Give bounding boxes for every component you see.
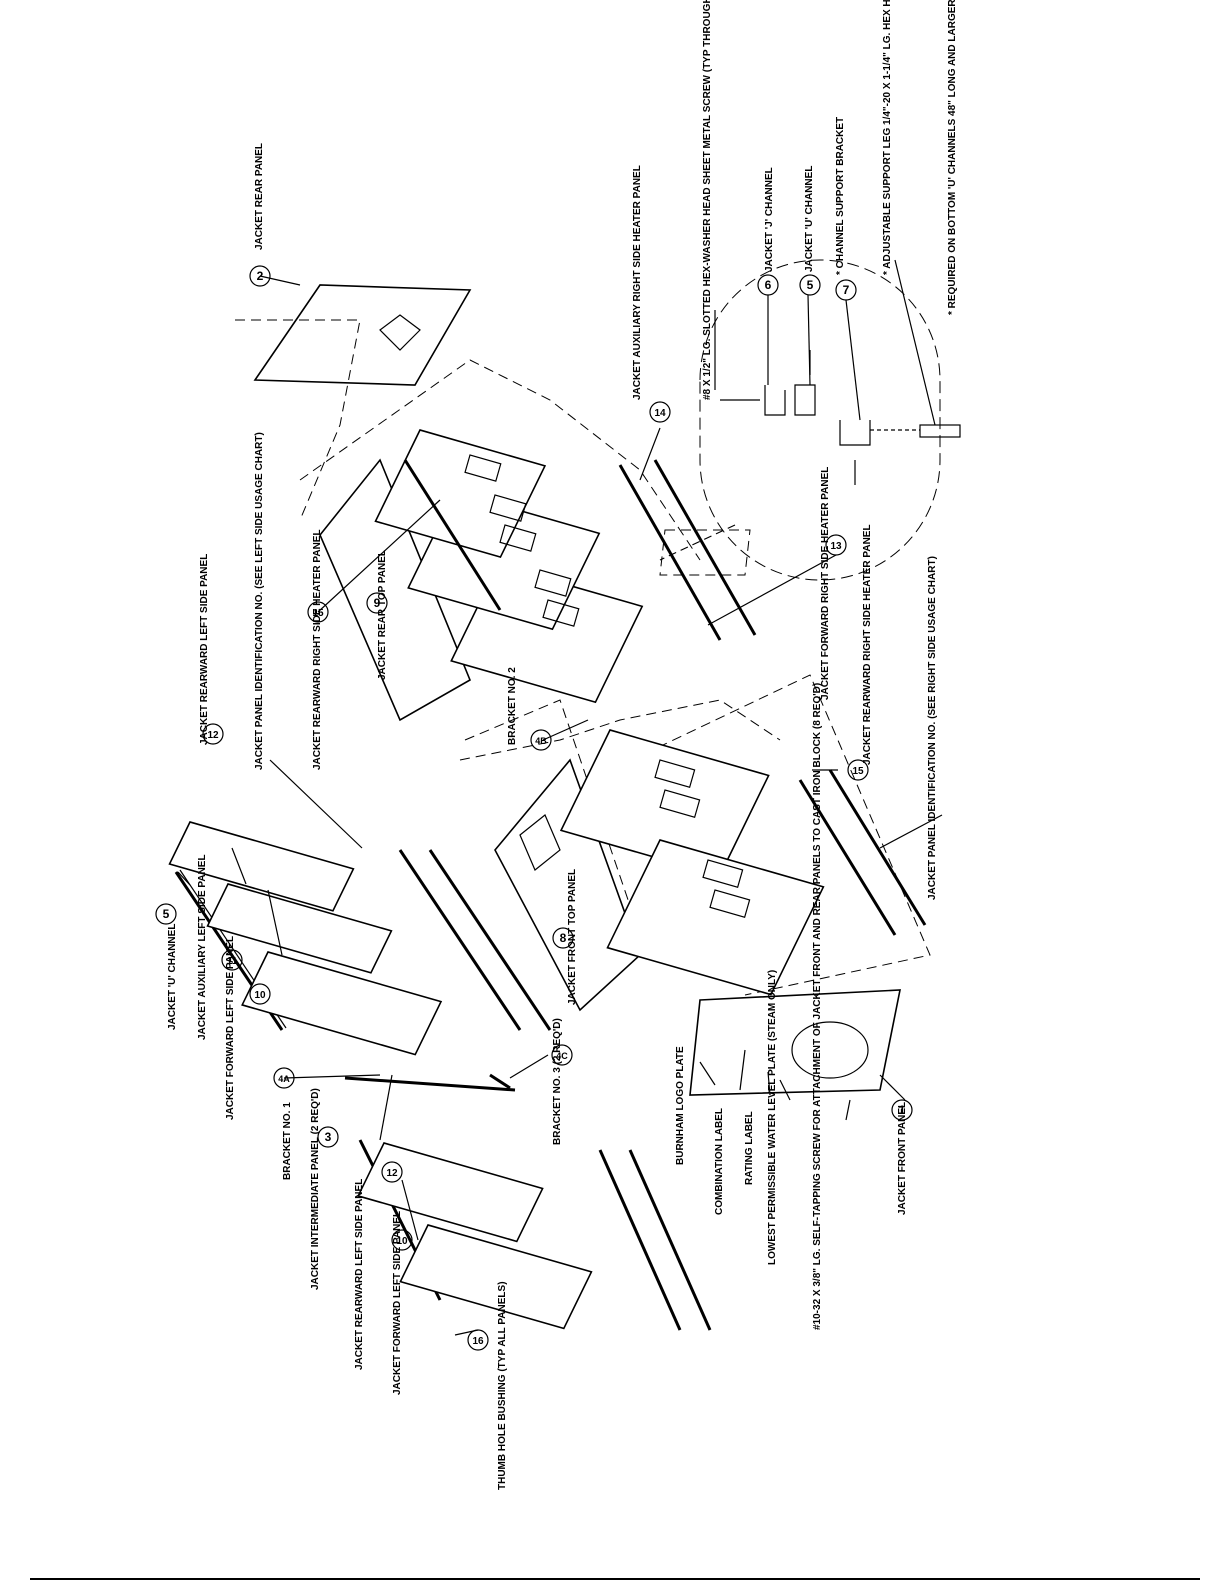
svg-text:15: 15	[312, 608, 324, 619]
label-forward-right: JACKET FORWARD RIGHT SIDE HEATER PANEL	[820, 467, 831, 700]
front-panel-1	[689, 989, 901, 1096]
label-burnham-logo: BURNHAM LOGO PLATE	[675, 1046, 686, 1165]
labels: JACKET 'U' CHANNEL JACKET AUXILIARY LEFT…	[167, 0, 958, 1490]
svg-text:13: 13	[830, 541, 842, 552]
label-aux-right: JACKET AUXILIARY RIGHT SIDE HEATER PANEL	[632, 165, 643, 400]
svg-text:3: 3	[325, 1130, 332, 1144]
label-bracket-3: BRACKET NO. 3 (2 REQ'D)	[552, 1018, 563, 1145]
callout-14: 14	[649, 401, 671, 423]
callout-9: 9	[366, 592, 388, 614]
panel-aux-right	[374, 429, 547, 559]
callout-12-lower: 12	[381, 1161, 403, 1183]
svg-text:16: 16	[472, 1336, 484, 1347]
callout-16: 16	[467, 1329, 489, 1351]
svg-text:15: 15	[852, 766, 864, 777]
leaders	[177, 259, 943, 1336]
callout-5-detail: 5	[799, 274, 821, 296]
label-combination: COMBINATION LABEL	[714, 1108, 725, 1215]
label-thumb-hole: THUMB HOLE BUSHING (TYP ALL PANELS)	[497, 1281, 508, 1490]
label-bracket-1: BRACKET NO. 1	[282, 1102, 293, 1180]
svg-text:12: 12	[386, 1168, 398, 1179]
callout-15-upper: 15	[307, 601, 329, 623]
panel-11-auxiliary-left	[206, 883, 393, 974]
label-adjustable-leg: * ADJUSTABLE SUPPORT LEG 1/4"-20 X 1-1/4…	[882, 0, 893, 275]
label-forward-left-bottom: JACKET FORWARD LEFT SIDE PANEL	[392, 1211, 403, 1395]
callout-15-lower: 15	[847, 759, 869, 781]
jacket-body	[299, 359, 931, 1096]
callouts: 1 2 3 4A 4B 4C 5 5 6 7 8 9 10 10 11 12 1…	[155, 265, 913, 1351]
callout-3: 3	[317, 1126, 339, 1148]
label-rearward-right-top: JACKET REARWARD RIGHT SIDE HEATER PANEL	[312, 529, 323, 770]
svg-text:10: 10	[254, 990, 266, 1001]
label-lowest-permissible: LOWEST PERMISSIBLE WATER LEVEL PLATE (ST…	[767, 970, 778, 1265]
panel-12-rearward-left-upper	[168, 821, 355, 912]
label-jacket-u-channel: JACKET 'U' CHANNEL	[167, 924, 178, 1030]
label-required-note: * REQUIRED ON BOTTOM 'U' CHANNELS 48" LO…	[947, 0, 958, 315]
label-panel-id-left: JACKET PANEL IDENTIFICATION NO. (SEE LEF…	[254, 432, 265, 770]
panel-12-rearward-left-lower	[357, 1142, 544, 1243]
label-panel-id-right: JACKET PANEL IDENTIFICATION NO. (SEE RIG…	[927, 556, 938, 900]
svg-text:5: 5	[163, 907, 170, 921]
label-front-top: JACKET FRONT TOP PANEL	[567, 869, 578, 1005]
page-bottom-rule	[30, 1578, 1200, 1580]
rear-top-panel-9	[319, 458, 472, 722]
svg-text:6: 6	[765, 278, 772, 292]
callout-2: 2	[249, 265, 271, 287]
label-bracket-2: BRACKET NO. 2	[507, 667, 518, 745]
panel-10-forward-left-upper	[241, 951, 443, 1056]
label-forward-left-top: JACKET FORWARD LEFT SIDE PANEL	[225, 936, 236, 1120]
callout-6: 6	[757, 274, 779, 296]
svg-text:4B: 4B	[535, 736, 547, 746]
label-channel-support: * CHANNEL SUPPORT BRACKET	[835, 117, 846, 275]
svg-text:2: 2	[257, 269, 264, 283]
label-aux-left: JACKET AUXILIARY LEFT SIDE PANEL	[197, 854, 208, 1040]
label-rear-top: JACKET REAR TOP PANEL	[377, 550, 388, 680]
svg-text:11: 11	[227, 956, 238, 967]
label-u-channel-detail: JACKET 'U' CHANNEL	[804, 166, 815, 272]
bracket-1	[344, 1076, 516, 1092]
callout-4c: 4C	[551, 1044, 573, 1066]
label-j-channel: JACKET 'J' CHANNEL	[764, 167, 775, 272]
callout-8: 8	[552, 927, 574, 949]
callout-12-upper: 12	[202, 723, 224, 745]
svg-text:5: 5	[807, 278, 814, 292]
callout-13: 13	[825, 534, 847, 556]
panel-10-forward-left-lower	[399, 1224, 593, 1330]
label-self-tapping: #10-32 X 3/8" LG. SELF-TAPPING SCREW FOR…	[812, 683, 823, 1330]
label-hex-washer: #8 X 1/2" LG. SLOTTED HEX-WASHER HEAD SH…	[702, 0, 713, 400]
svg-text:14: 14	[654, 408, 666, 419]
label-rearward-right-bottom: JACKET REARWARD RIGHT SIDE HEATER PANEL	[862, 524, 873, 765]
callout-7: 7	[835, 279, 857, 301]
svg-text:1: 1	[899, 1103, 906, 1117]
callout-5-upper: 5	[155, 903, 177, 925]
svg-text:4C: 4C	[556, 1051, 568, 1061]
callout-10-upper: 10	[249, 983, 271, 1005]
callout-11: 11	[221, 949, 243, 971]
svg-text:10: 10	[396, 1236, 408, 1247]
label-rearward-left-bottom: JACKET REARWARD LEFT SIDE PANEL	[354, 1179, 365, 1370]
label-front-panel: JACKET FRONT PANEL	[897, 1102, 908, 1215]
callout-4a: 4A	[273, 1067, 295, 1089]
callout-10-lower: 10	[391, 1229, 413, 1251]
callout-1: 1	[891, 1099, 913, 1121]
label-rear-panel: JACKET REAR PANEL	[254, 143, 265, 250]
rear-panel-2	[253, 284, 472, 386]
label-rating: RATING LABEL	[744, 1111, 755, 1185]
label-rearward-left-top: JACKET REARWARD LEFT SIDE PANEL	[199, 554, 210, 745]
svg-text:7: 7	[843, 283, 850, 297]
callout-4b: 4B	[530, 729, 552, 751]
svg-text:4A: 4A	[278, 1074, 290, 1084]
svg-text:8: 8	[560, 931, 567, 945]
svg-text:9: 9	[374, 596, 381, 610]
svg-text:12: 12	[207, 730, 219, 741]
label-intermediate: JACKET INTERMEDIATE PANEL (2 REQ'D)	[310, 1088, 321, 1290]
